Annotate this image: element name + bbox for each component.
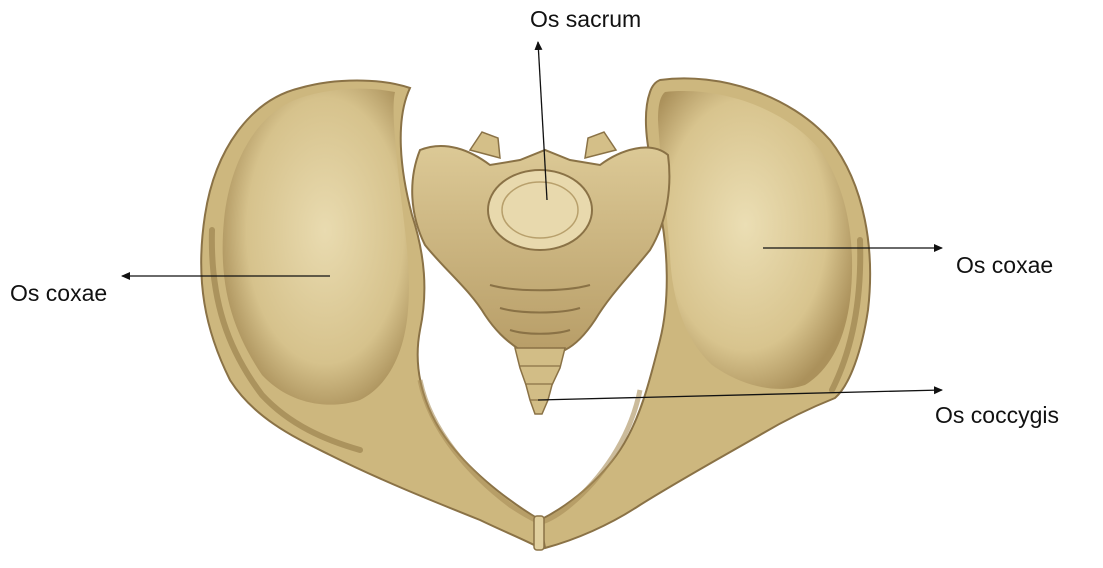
coccyx xyxy=(515,348,565,414)
os-coxae-left-label: Os coxae xyxy=(10,282,107,305)
pubic-symphysis xyxy=(534,516,544,550)
coccyx-body xyxy=(515,348,565,414)
os-sacrum-label: Os sacrum xyxy=(530,8,641,31)
sacrum xyxy=(412,132,669,350)
os-coccygis-label: Os coccygis xyxy=(935,404,1059,427)
sacral-process-right xyxy=(585,132,616,158)
os-coxae-right-label: Os coxae xyxy=(956,254,1053,277)
